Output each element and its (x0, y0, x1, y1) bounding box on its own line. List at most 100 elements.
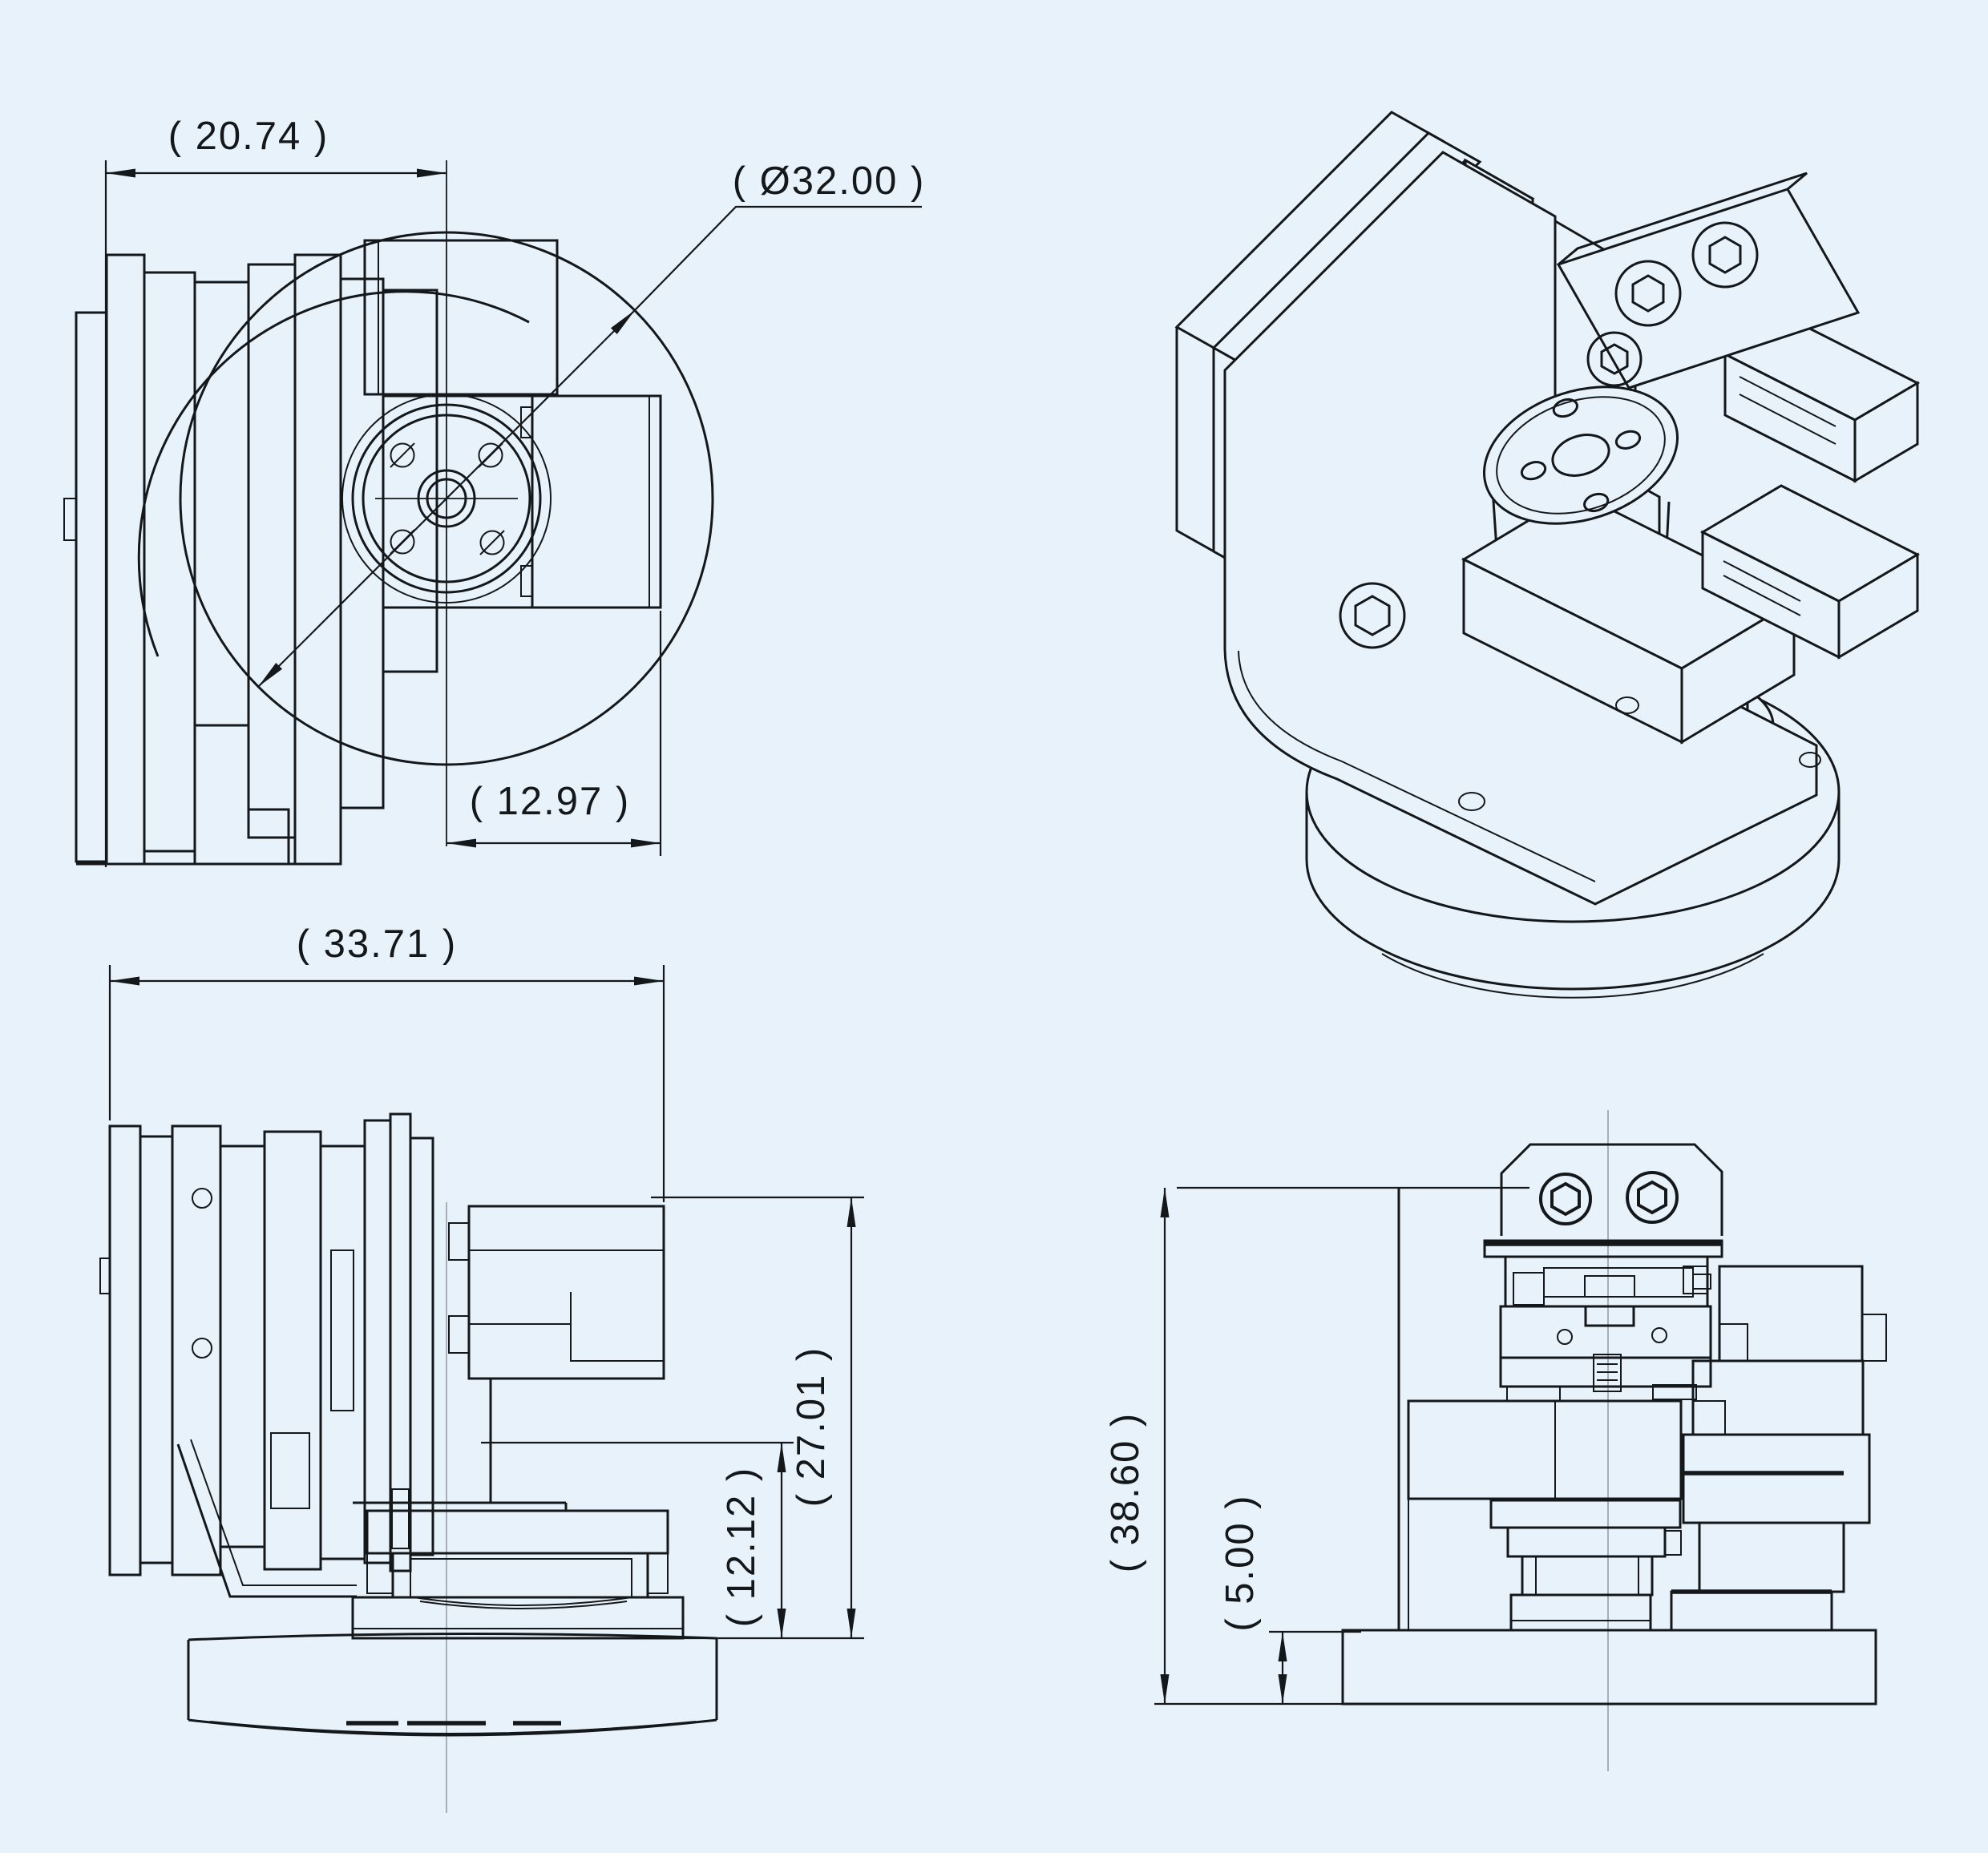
plate (247, 263, 297, 839)
dim-offset-front: ( 12.97 ) (446, 780, 661, 848)
bolt-hole (1583, 492, 1610, 513)
plate (363, 1119, 392, 1564)
rear-column (1489, 1499, 1682, 1632)
iso-lower-block-cluster (1461, 484, 1921, 768)
plate (293, 253, 342, 866)
side-tab (99, 1258, 111, 1294)
hatch (1597, 1363, 1618, 1381)
block (1718, 1265, 1864, 1362)
iso-screw-plate (1556, 172, 1861, 390)
strip (1861, 1314, 1887, 1362)
iso-top-right-block (1722, 316, 1921, 483)
connector (1692, 1274, 1711, 1290)
side-bracket (176, 1379, 568, 1598)
dim-label-width-side: ( 33.71 ) (297, 922, 457, 966)
disc-top (188, 1632, 717, 1641)
plinth (1509, 1593, 1652, 1632)
dim-height-rear: ( 38.60 ) (1104, 1186, 1529, 1706)
lip (448, 1315, 470, 1354)
tab (366, 1552, 394, 1594)
flange-outer (1483, 386, 1679, 525)
connector (1543, 1267, 1694, 1298)
side-plate-stack (99, 1124, 322, 1576)
flange-bore (1551, 434, 1610, 477)
hole (1615, 696, 1639, 714)
step (1719, 1323, 1748, 1361)
rear-connector-panel (1483, 1239, 1723, 1308)
bolt-hole (1520, 461, 1547, 481)
dim-diameter-leader: ( Ø32.00 ) (257, 159, 923, 688)
tab (647, 1552, 669, 1594)
neck (1506, 1526, 1667, 1558)
flange-ring (1496, 396, 1666, 515)
bolt-hole (1614, 430, 1642, 450)
dim-height-lower: ( 12.12 ) (481, 1441, 794, 1638)
plate (382, 289, 438, 673)
lip (448, 1222, 470, 1261)
side-mid-plates (319, 1112, 434, 1572)
hole (1799, 752, 1821, 768)
block (531, 394, 662, 609)
leader-diagonal (257, 309, 636, 688)
tab (1664, 1530, 1682, 1556)
dim-label-base-thickness: ( 5.00 ) (1218, 1494, 1262, 1631)
leader-shoulder (634, 205, 922, 311)
dim-width-side: ( 33.71 ) (108, 922, 665, 1202)
dim-label-height-total: ( 27.01 ) (790, 1346, 833, 1507)
dim-label-offset-front: ( 12.97 ) (470, 780, 630, 823)
band (1499, 1356, 1712, 1388)
side-base-disc (187, 1632, 718, 1737)
hex-socket-screw (1539, 1173, 1592, 1225)
front-tower-block (363, 239, 559, 396)
rear-mid-body (1499, 1305, 1712, 1402)
dim-base-thickness: ( 5.00 ) (1218, 1494, 1361, 1704)
flange-screw (479, 530, 505, 555)
rear-top-plate (1500, 1143, 1723, 1236)
side-column (351, 1509, 685, 1640)
connector (1683, 1266, 1708, 1294)
connector (1584, 1275, 1635, 1298)
screw-hole (192, 1188, 212, 1209)
iso-flange-disc (1483, 386, 1679, 525)
block-side (1680, 599, 1796, 745)
hex-socket-screw (1626, 1171, 1679, 1224)
detail (270, 1432, 310, 1509)
cap (1489, 1499, 1682, 1529)
block (467, 1205, 665, 1380)
rear-right-blocks (1670, 1265, 1887, 1632)
rear-wide-block (1407, 1399, 1683, 1500)
plate-face (1556, 188, 1861, 390)
plate (139, 1135, 174, 1564)
block-side (1853, 381, 1919, 483)
block (1698, 1521, 1845, 1593)
hex-socket (1354, 595, 1391, 636)
dim-label-height-lower: ( 12.12 ) (720, 1467, 763, 1627)
disc-bottom (1305, 858, 1841, 991)
plate (263, 1130, 322, 1571)
plinth (351, 1596, 685, 1640)
plate-outline (1500, 1143, 1723, 1236)
band (1670, 1590, 1833, 1632)
block (1682, 1433, 1871, 1524)
body (1499, 1305, 1712, 1359)
bolt-hole (1552, 398, 1578, 418)
bracket-outer (176, 1443, 357, 1598)
slot-lines (1739, 376, 1836, 445)
block (1691, 1359, 1865, 1436)
barrel (410, 1558, 632, 1598)
jaw-side (1837, 552, 1919, 660)
dim-label-height-rear: ( 38.60 ) (1104, 1412, 1147, 1572)
barrel (1521, 1555, 1654, 1597)
isometric-view (1174, 111, 1921, 999)
bracket-inner-edge (1238, 650, 1596, 882)
flange-screw (390, 442, 415, 468)
bracket-arm (353, 1379, 568, 1511)
tower (363, 239, 559, 396)
hex-socket-screw (1691, 221, 1759, 289)
plate (219, 1144, 266, 1548)
plate (171, 1124, 222, 1576)
foot (1506, 1386, 1561, 1402)
step-detail (469, 1292, 664, 1362)
